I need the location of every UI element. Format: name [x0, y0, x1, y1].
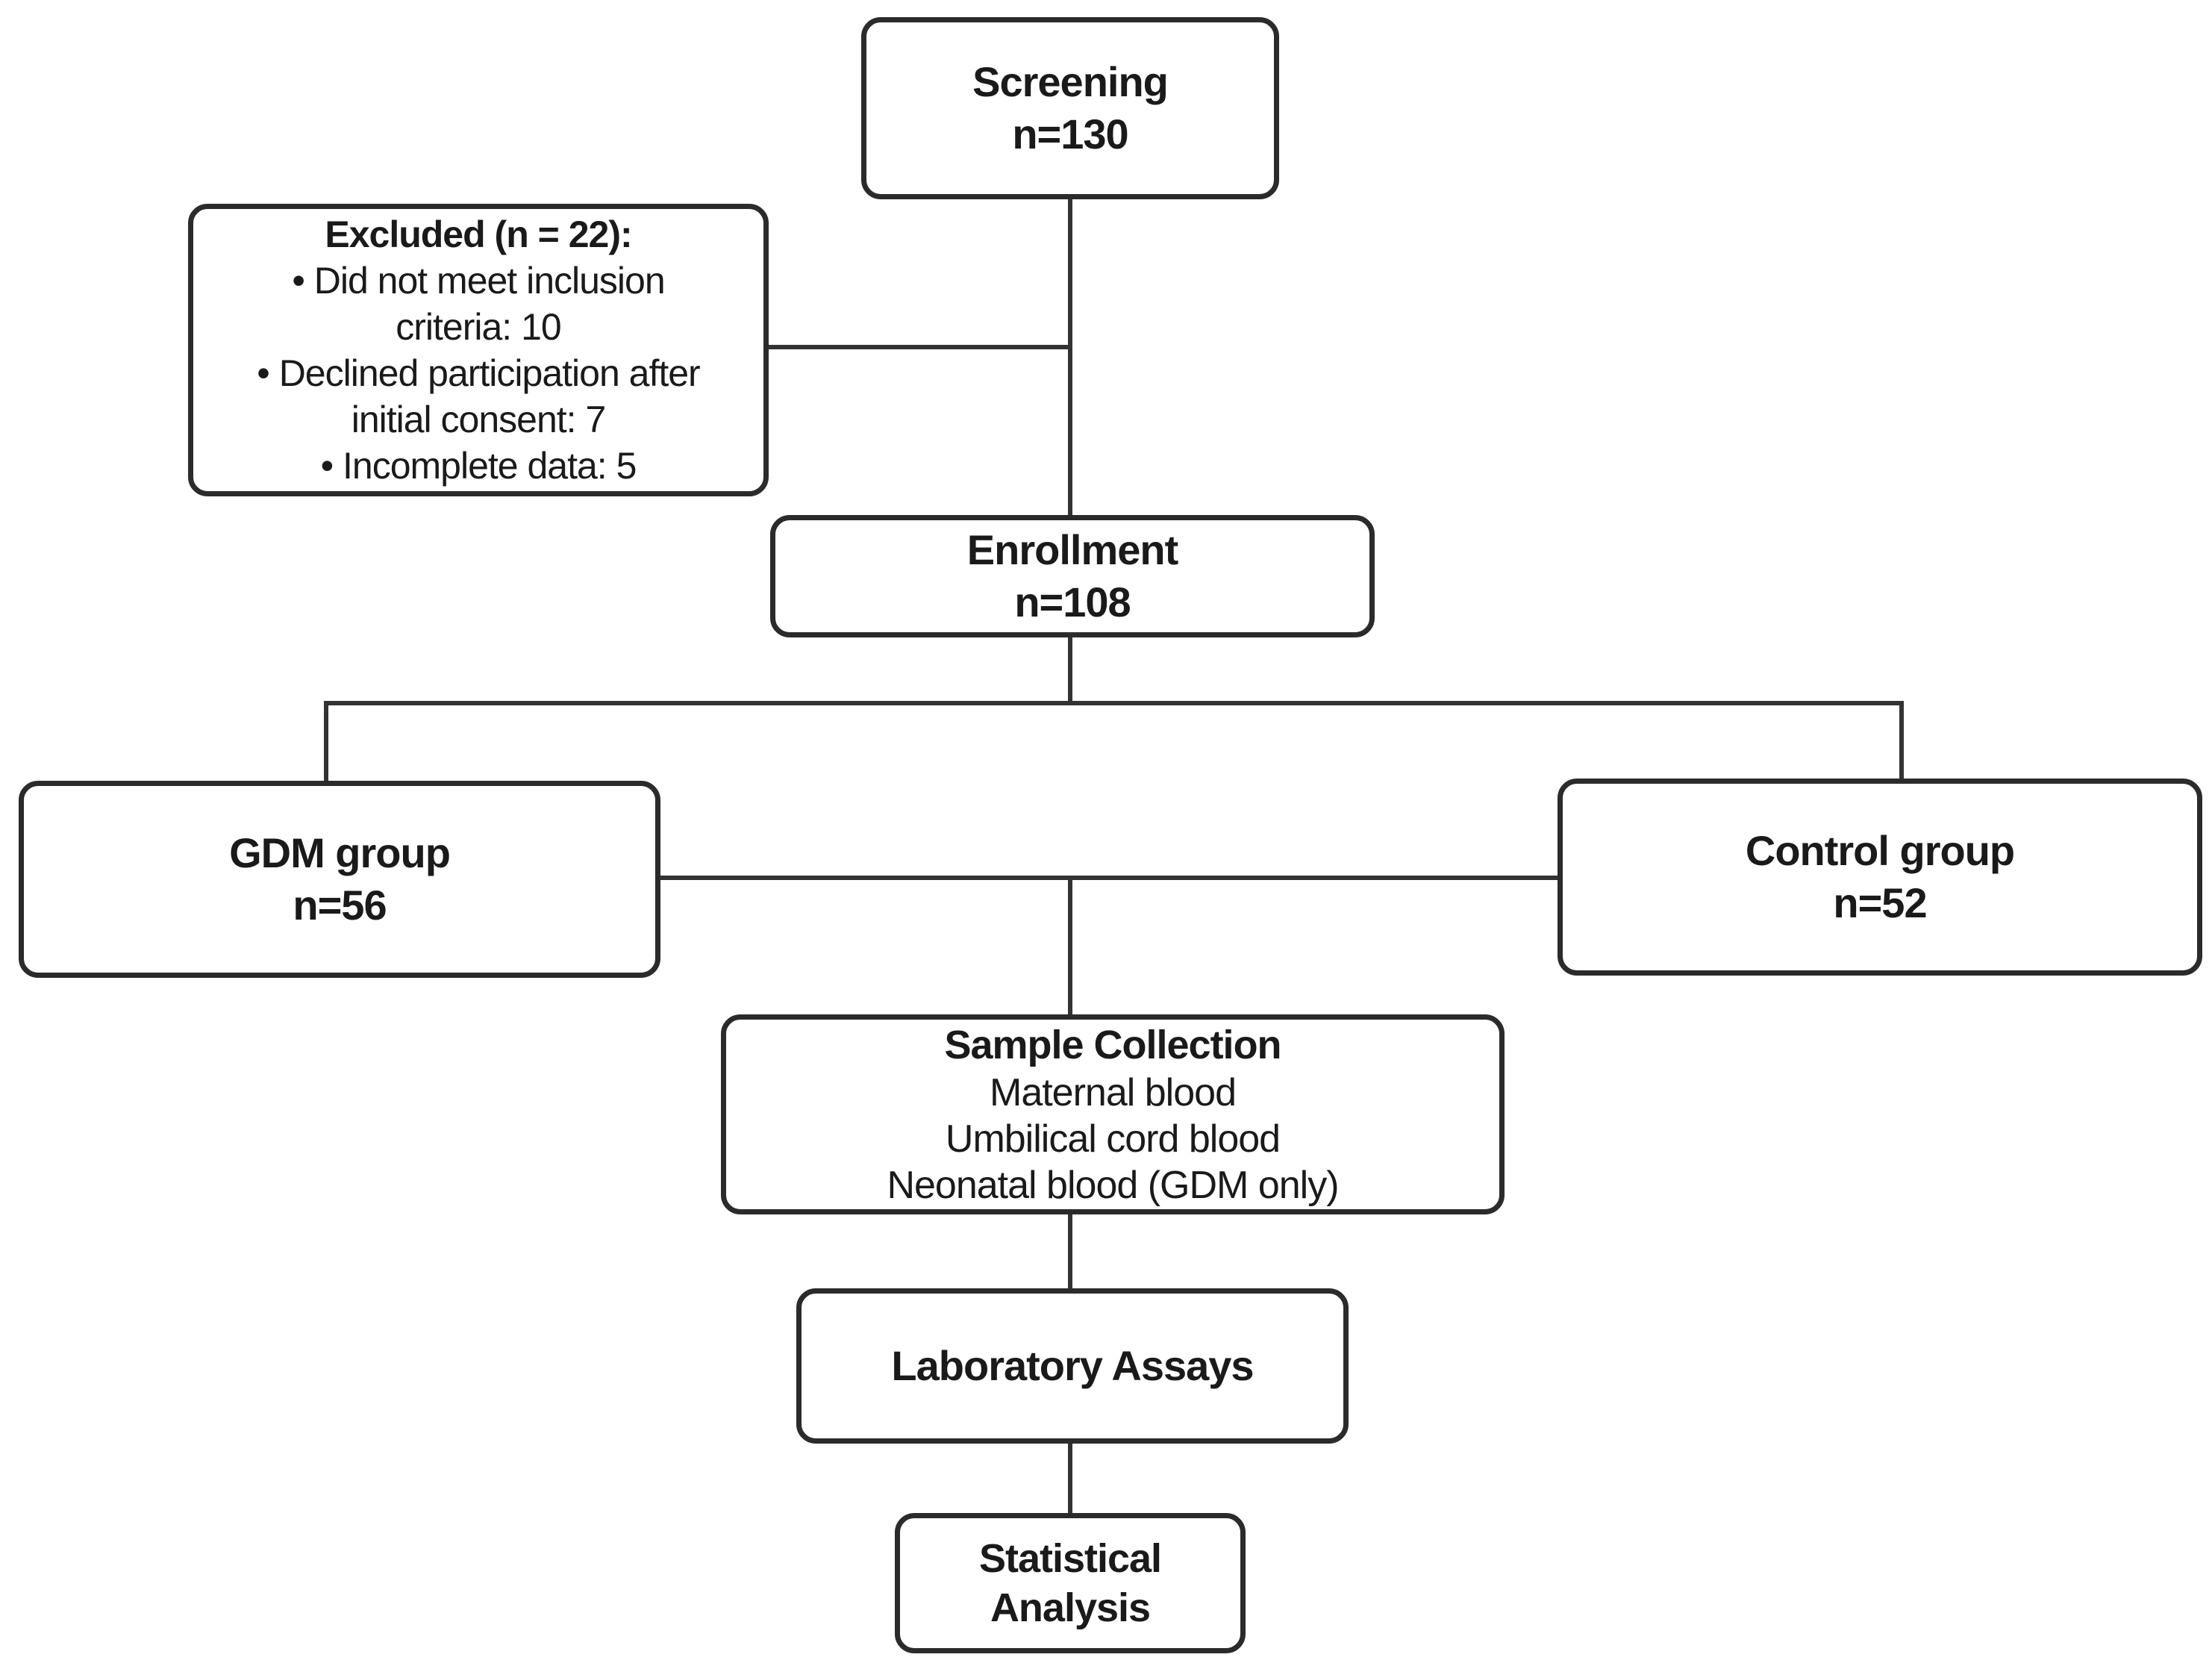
sample-collection-line: Neonatal blood (GDM only)	[887, 1164, 1339, 1207]
control-group-box: Control group n=52	[1558, 779, 2202, 976]
gdm-group-box: GDM group n=56	[19, 781, 660, 978]
connector-branch-to-control	[1899, 701, 1904, 783]
connector-groups-horizontal	[657, 876, 1561, 880]
sample-collection-line: Umbilical cord blood	[945, 1117, 1281, 1161]
screening-count: n=130	[1012, 110, 1128, 157]
excluded-item-line: initial consent: 7	[351, 399, 607, 440]
control-group-count: n=52	[1833, 879, 1927, 926]
enrollment-box: Enrollment n=108	[770, 515, 1375, 637]
statistical-analysis-box: Statistical Analysis	[895, 1513, 1246, 1653]
gdm-group-count: n=56	[293, 882, 387, 929]
excluded-item-line: • Declined participation after	[257, 352, 700, 394]
excluded-item-line: criteria: 10	[396, 306, 561, 348]
gdm-group-title: GDM group	[229, 829, 451, 876]
enrollment-title: Enrollment	[966, 526, 1178, 573]
enrollment-count: n=108	[1014, 578, 1131, 626]
excluded-item-line: • Incomplete data: 5	[320, 445, 637, 487]
connector-lab-to-stat	[1068, 1441, 1072, 1517]
laboratory-assays-box: Laboratory Assays	[796, 1288, 1349, 1444]
connector-excluded-branch	[765, 345, 1071, 349]
excluded-item-line: • Did not meet inclusion	[292, 260, 665, 302]
connector-screening-to-enrollment	[1068, 194, 1072, 520]
screening-box: Screening n=130	[861, 17, 1279, 199]
connector-sample-to-lab	[1068, 1211, 1072, 1293]
screening-title: Screening	[972, 58, 1169, 105]
connector-groups-to-sample	[1068, 876, 1072, 1019]
sample-collection-title: Sample Collection	[944, 1023, 1281, 1067]
control-group-title: Control group	[1745, 827, 2015, 874]
statistical-analysis-line: Analysis	[990, 1585, 1151, 1630]
excluded-box: Excluded (n = 22): • Did not meet inclus…	[188, 204, 769, 496]
connector-enrollment-to-branch	[1068, 633, 1072, 705]
sample-collection-line: Maternal blood	[990, 1071, 1237, 1114]
laboratory-assays-title: Laboratory Assays	[891, 1342, 1254, 1389]
excluded-heading: Excluded (n = 22):	[325, 213, 632, 255]
sample-collection-box: Sample Collection Maternal blood Umbilic…	[721, 1014, 1505, 1214]
connector-branch-horizontal	[324, 701, 1904, 705]
statistical-analysis-line: Statistical	[978, 1536, 1162, 1581]
connector-branch-to-gdm	[324, 701, 328, 784]
